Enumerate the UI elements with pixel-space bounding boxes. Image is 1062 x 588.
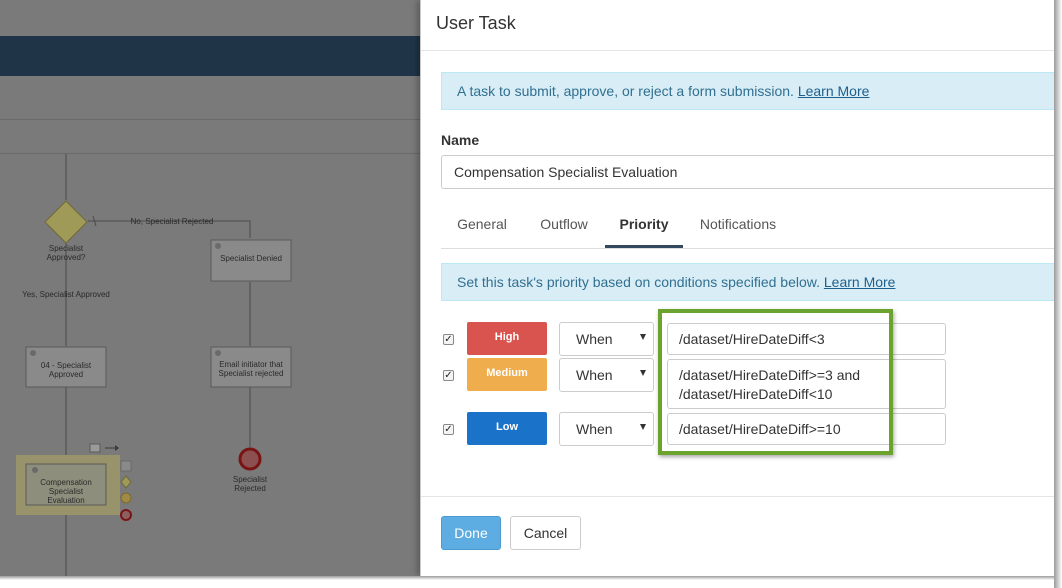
yes-branch-label: Yes, Specialist Approved — [22, 290, 110, 299]
task-label: Email initiator that Specialist rejected — [218, 360, 284, 378]
gateway-label: Specialist Approved? — [46, 244, 86, 262]
end-event-label: Specialist Rejected — [232, 475, 268, 493]
task-label: Specialist Denied — [220, 254, 282, 263]
task-box — [210, 346, 292, 388]
chevron-down-icon — [640, 424, 646, 430]
priority-badge-low[interactable]: Low — [467, 412, 547, 445]
name-label: Name — [441, 132, 480, 148]
dialog-title: User Task — [436, 13, 516, 33]
task-box — [25, 463, 107, 506]
condition-input[interactable]: /dataset/HireDateDiff>=10 — [667, 413, 946, 445]
priority-badge-medium[interactable]: Medium — [467, 358, 547, 391]
gear-icon — [215, 350, 221, 356]
divider — [0, 119, 420, 120]
condition-input[interactable]: /dataset/HireDateDiff>=3 and /dataset/Hi… — [667, 359, 946, 409]
annotation-icon — [89, 443, 101, 453]
tab-priority[interactable]: Priority — [605, 206, 683, 248]
task-box — [210, 239, 292, 282]
info-text: Set this task's priority based on condit… — [457, 274, 824, 290]
end-event-icon — [238, 447, 262, 471]
condition-line: /dataset/HireDateDiff>=3 and — [679, 367, 861, 383]
chevron-down-icon — [640, 334, 646, 340]
task-label: Compensation Specialist Evaluation — [40, 478, 92, 505]
screenshot-shadow — [1054, 0, 1062, 588]
priority-info-alert: Set this task's priority based on condit… — [441, 263, 1055, 301]
row-checkbox[interactable]: ✓ — [443, 370, 454, 381]
condition-line: /dataset/HireDateDiff<3 — [679, 331, 825, 347]
operator-select[interactable]: When — [559, 412, 654, 446]
gear-icon — [215, 243, 221, 249]
condition-input[interactable]: /dataset/HireDateDiff<3 — [667, 323, 946, 355]
dialog-header: User Task — [421, 0, 1055, 51]
tab-outflow[interactable]: Outflow — [540, 216, 588, 232]
learn-more-link[interactable]: Learn More — [823, 274, 896, 290]
condition-line: /dataset/HireDateDiff>=10 — [679, 421, 841, 437]
operator-select[interactable]: When — [559, 322, 654, 356]
app-header-bar — [0, 36, 420, 76]
tab-general[interactable]: General — [457, 216, 507, 232]
screenshot-shadow — [0, 576, 1062, 588]
footer-divider — [421, 496, 1055, 497]
divider — [0, 153, 420, 154]
task-box — [25, 346, 107, 388]
operator-value: When — [576, 367, 613, 383]
name-input[interactable] — [441, 155, 1055, 189]
user-task-icon — [120, 460, 132, 472]
gear-icon — [30, 350, 36, 356]
no-branch-label: No, Specialist Rejected — [130, 217, 214, 226]
tab-notifications[interactable]: Notifications — [699, 216, 777, 232]
timer-icon — [120, 492, 132, 504]
operator-value: When — [576, 331, 613, 347]
priority-badge-high[interactable]: High — [467, 322, 547, 355]
gateway-icon — [120, 475, 132, 489]
workflow-canvas: Specialist Approved? No, Specialist Reje… — [0, 0, 420, 576]
done-button[interactable]: Done — [441, 516, 501, 550]
end-event-icon — [120, 509, 132, 521]
user-task-dialog: User Task A task to submit, approve, or … — [420, 0, 1055, 576]
workflow-diagram — [16, 154, 292, 576]
user-icon — [32, 467, 38, 473]
task-info-alert: A task to submit, approve, or reject a f… — [441, 72, 1055, 110]
cancel-button[interactable]: Cancel — [510, 516, 581, 550]
gateway-diamond — [44, 200, 88, 244]
tab-bar: General Outflow Priority Notifications — [441, 206, 1055, 249]
condition-line: /dataset/HireDateDiff<10 — [679, 386, 833, 402]
row-checkbox[interactable]: ✓ — [443, 334, 454, 345]
info-text: A task to submit, approve, or reject a f… — [457, 83, 798, 99]
task-label: 04 - Specialist Approved — [40, 361, 92, 379]
row-checkbox[interactable]: ✓ — [443, 424, 454, 435]
chevron-down-icon — [640, 370, 646, 376]
operator-select[interactable]: When — [559, 358, 654, 392]
operator-value: When — [576, 421, 613, 437]
learn-more-link[interactable]: Learn More — [797, 83, 870, 99]
